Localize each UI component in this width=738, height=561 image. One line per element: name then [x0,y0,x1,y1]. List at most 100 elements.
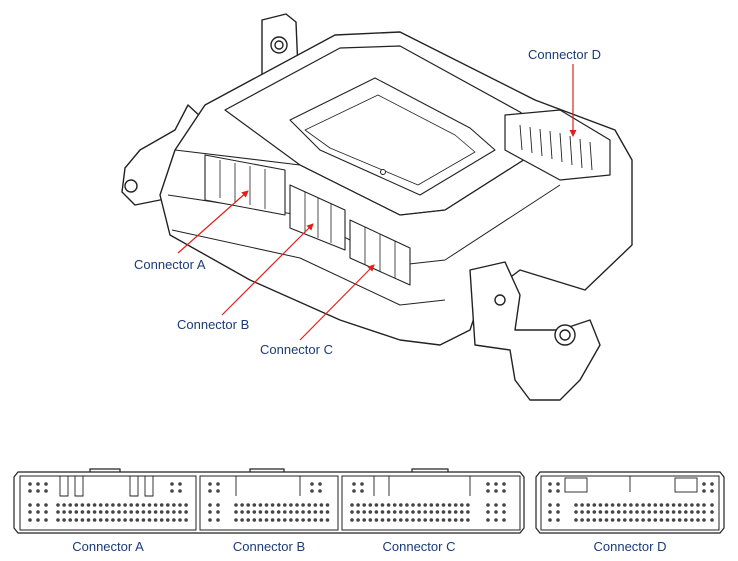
pin-dot-icon [417,510,421,514]
pin-dot-icon [696,518,700,522]
pin-dot-icon [548,503,552,507]
pin-dot-icon [129,518,133,522]
pin-dot-icon [252,518,257,522]
pin-dot-icon [68,503,72,507]
pin-dot-icon [677,518,682,522]
pin-dots [28,482,714,522]
pin-dot-icon [318,482,322,486]
pin-dot-icon [105,510,109,514]
center-screw [380,169,386,175]
pin-dot-icon [325,510,330,514]
pin-dot-icon [684,503,688,507]
pin-dot-icon [616,518,621,522]
pin-dot-icon [178,503,182,507]
pin-dot-icon [264,510,269,514]
pin-dot-icon [283,518,287,522]
pin-dot-icon [295,510,299,514]
pin-dot-icon [350,518,354,522]
pin-dot-icon [671,503,676,507]
pin-dot-icon [702,482,706,486]
connector-a-face [19,475,197,531]
pin-dot-icon [604,503,609,507]
pin-dot-icon [135,518,140,522]
pin-dot-icon [362,510,367,514]
pin-dot-icon [276,518,281,522]
pin-dot-icon [216,510,220,514]
pin-dot-icon [166,510,170,514]
pin-dot-icon [313,510,318,514]
pin-dot-icon [147,503,152,507]
pin-dot-icon [696,503,700,507]
pin-dot-icon [123,510,127,514]
pin-dot-icon [252,503,257,507]
pin-dot-icon [405,518,409,522]
pin-dot-icon [264,518,269,522]
pin-dot-icon [684,510,688,514]
pin-dot-icon [502,489,506,493]
pin-dot-icon [653,518,658,522]
pin-dot-icon [710,510,714,514]
pin-dot-icon [580,510,584,514]
pin-dot-icon [159,510,164,514]
pin-dot-icon [494,510,498,514]
pin-dot-icon [28,510,32,514]
pin-dot-icon [502,482,506,486]
pin-dot-icon [307,518,312,522]
pin-dot-icon [659,518,664,522]
pin-dot-icon [172,510,176,514]
pin-dot-icon [258,510,263,514]
label-connector-b: Connector B [177,317,250,332]
pin-dot-icon [677,510,682,514]
pin-dot-icon [647,510,651,514]
pin-dot-icon [502,503,506,507]
pin-dot-icon [677,503,682,507]
pin-dot-icon [441,503,446,507]
pin-dot-icon [386,510,391,514]
pin-dot-icon [68,518,72,522]
pin-dot-icon [586,518,590,522]
pin-dot-icon [623,503,627,507]
pin-dot-icon [92,510,97,514]
pin-dot-icon [429,503,434,507]
pin-dot-icon [659,503,664,507]
label-connector-c: Connector C [260,342,333,357]
pin-dot-icon [574,503,578,507]
pin-dot-icon [172,503,176,507]
pin-dot-icon [264,503,269,507]
pin-dot-icon [80,510,85,514]
pin-dot-icon [36,503,40,507]
pin-dot-icon [586,503,590,507]
pin-dot-icon [283,510,287,514]
pin-dot-icon [86,503,91,507]
pin-dot-icon [647,503,651,507]
label-connector-d: Connector D [528,47,601,62]
pin-dot-icon [380,510,385,514]
pin-dot-icon [423,510,428,514]
connector-b-face [199,475,339,531]
pin-dot-icon [170,489,174,493]
pin-dot-icon [411,518,415,522]
pin-dot-icon [135,503,140,507]
pin-dot-icon [665,503,670,507]
pin-dot-icon [574,510,578,514]
pin-dot-icon [301,510,305,514]
pin-dot-icon [246,503,250,507]
pin-dot-icon [178,510,182,514]
pin-dot-icon [170,482,174,486]
pin-dot-icon [240,503,244,507]
pin-dot-icon [386,518,391,522]
pin-dot-icon [441,518,446,522]
pin-dot-icon [556,489,560,493]
pin-dot-icon [653,510,658,514]
pin-dot-icon [44,518,48,522]
pin-dot-icon [690,510,694,514]
pin-dot-icon [307,503,312,507]
pin-dot-icon [360,482,364,486]
pin-dot-icon [586,510,590,514]
pin-dot-icon [234,518,238,522]
callout-arrows [177,64,577,341]
pin-dot-icon [216,518,220,522]
pin-dot-icon [392,518,397,522]
pin-dot-icon [129,510,133,514]
pin-dot-icon [36,510,40,514]
